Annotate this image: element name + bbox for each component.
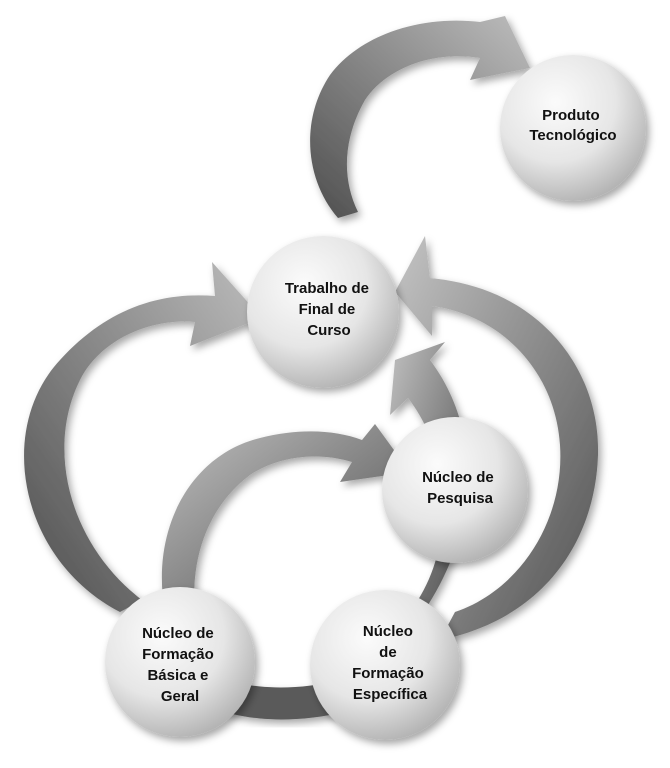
node-pesquisa-line: Pesquisa [427,490,494,507]
arrow-basica-to-pesquisa [161,424,410,612]
node-trabalho: Trabalho de Final de Curso [247,236,399,388]
node-trabalho-line: Curso [307,322,350,339]
node-basica-line: Núcleo de [142,625,214,642]
node-especifica-line: Específica [353,686,428,703]
node-especifica-line: Núcleo [363,623,413,640]
node-especifica-line: Formação [352,665,424,682]
node-basica-label: Núcleo de Formação Básica e Geral [142,625,218,705]
node-produto-line: Produto [542,107,600,124]
node-basica-line: Básica e [147,667,208,684]
node-produto: Produto Tecnológico [500,55,646,201]
node-pesquisa: Núcleo de Pesquisa [382,417,528,563]
arrow-trabalho-to-produto [310,16,530,218]
node-pesquisa-line: Núcleo de [422,469,494,486]
node-basica-line: Geral [161,688,199,705]
node-produto-label: Produto Tecnológico [529,107,616,144]
node-produto-line: Tecnológico [529,127,616,144]
node-basica: Núcleo de Formação Básica e Geral [105,587,255,737]
node-basica-line: Formação [142,646,214,663]
node-trabalho-label: Trabalho de Final de Curso [285,280,373,339]
node-especifica-line: de [379,644,397,661]
node-trabalho-line: Final de [299,301,356,318]
node-especifica: Núcleo de Formação Específica [310,590,460,740]
node-pesquisa-label: Núcleo de Pesquisa [422,469,498,507]
arrow-especifica-to-trabalho [395,236,599,640]
node-trabalho-line: Trabalho de [285,280,369,297]
node-especifica-label: Núcleo de Formação Específica [352,623,428,703]
arrow-basica-to-trabalho [24,262,262,612]
